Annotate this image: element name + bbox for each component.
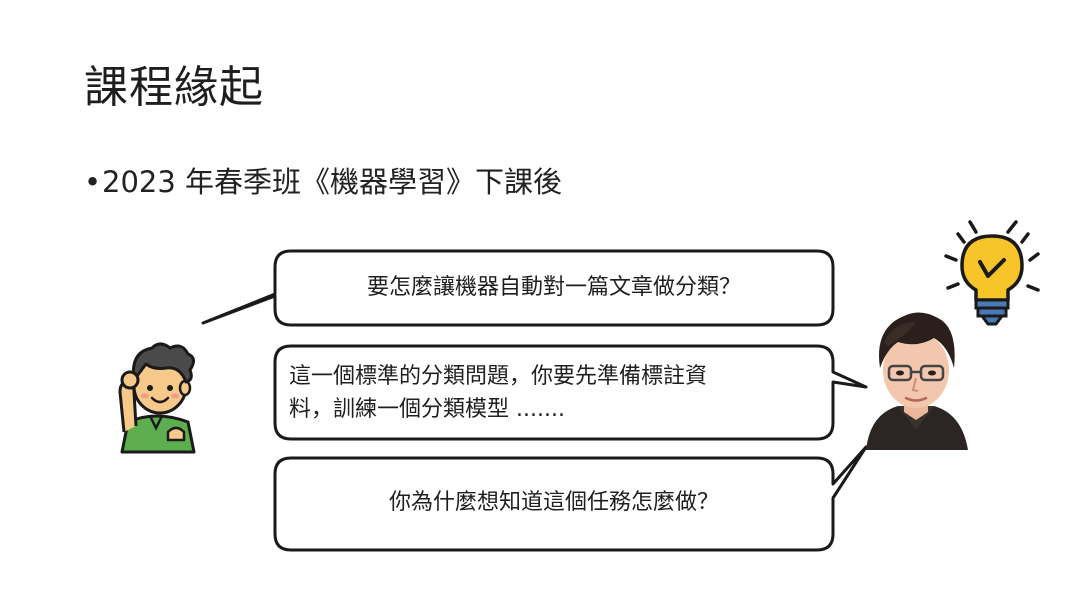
slide-title: 課程緣起: [84, 62, 264, 113]
bubble-2-line-2: 料，訓練一個分類模型 .......: [289, 397, 565, 422]
bullet-item: •2023 年春季班《機器學習》下課後: [84, 164, 562, 200]
speech-bubble-2: [273, 344, 868, 441]
bullet-text: 2023 年春季班《機器學習》下課後: [102, 165, 563, 199]
speech-bubble-3: [273, 445, 868, 552]
bubble-3-text: 你為什麼想知道這個任務怎麼做？: [388, 490, 719, 515]
bubble-1-text: 要怎麼讓機器自動對一篇文章做分類？: [366, 275, 741, 300]
teacher-avatar: [866, 312, 968, 450]
bubble-2-line-1: 這一個標準的分類問題，你要先準備標註資: [289, 364, 708, 389]
speech-bubble-1: [201, 249, 835, 327]
student-avatar: [118, 342, 196, 454]
lightbulb-icon: [944, 220, 1040, 326]
bullet-marker: •: [84, 165, 102, 199]
